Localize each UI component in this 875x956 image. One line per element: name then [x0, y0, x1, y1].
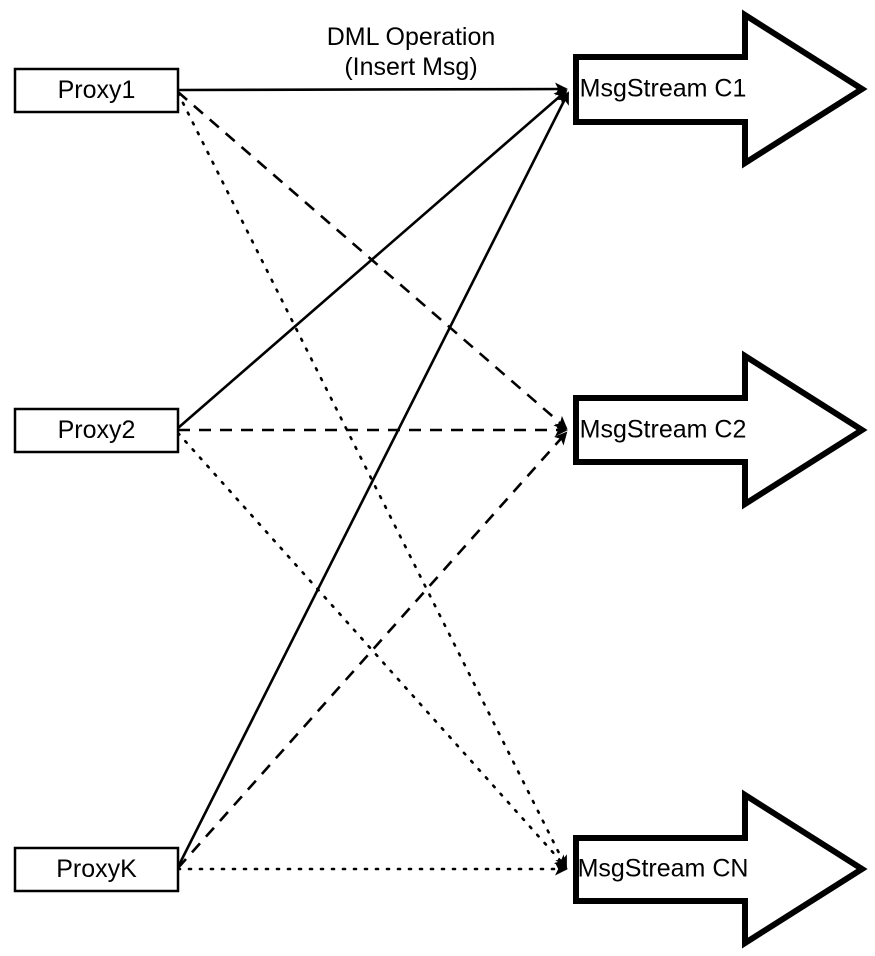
streams-layer: MsgStream C1 MsgStream C2 MsgStream CN: [573, 9, 868, 949]
proxyk[interactable]: ProxyK: [13, 846, 180, 893]
stream_c1-label: MsgStream C1: [580, 75, 747, 103]
edges-layer: [176, 82, 570, 876]
stream_c2-label: MsgStream C2: [580, 416, 747, 444]
stream_c2-shape: [573, 350, 868, 510]
proxy1[interactable]: Proxy1: [13, 67, 180, 114]
dml-operation-label-line1: DML Operation: [327, 23, 496, 51]
proxy2[interactable]: Proxy2: [13, 407, 180, 454]
edge-proxy2-cn: [176, 431, 568, 869]
stream_c1: MsgStream C1: [573, 9, 868, 169]
edge-proxyk-c1: [176, 91, 570, 868]
proxy1-box[interactable]: [13, 67, 180, 114]
stream_cn-label: MsgStream CN: [578, 855, 749, 883]
insert-msg-label-line2: (Insert Msg): [344, 53, 477, 81]
proxyk-label: ProxyK: [56, 855, 137, 883]
edge-proxy1-c1: [177, 82, 568, 96]
stream_c2: MsgStream C2: [573, 350, 868, 510]
edge-proxy1-cn: [176, 91, 568, 869]
proxy1-label: Proxy1: [58, 76, 136, 104]
proxy2-label: Proxy2: [58, 416, 136, 444]
edge-proxy2-c1: [177, 89, 568, 429]
stream_c1-shape: [573, 9, 868, 169]
edge-proxyk-c2: [177, 431, 568, 869]
proxyk-box[interactable]: [13, 846, 180, 893]
proxy2-box[interactable]: [13, 407, 180, 454]
stream_cn: MsgStream CN: [573, 789, 868, 949]
stream_cn-shape: [573, 789, 868, 949]
